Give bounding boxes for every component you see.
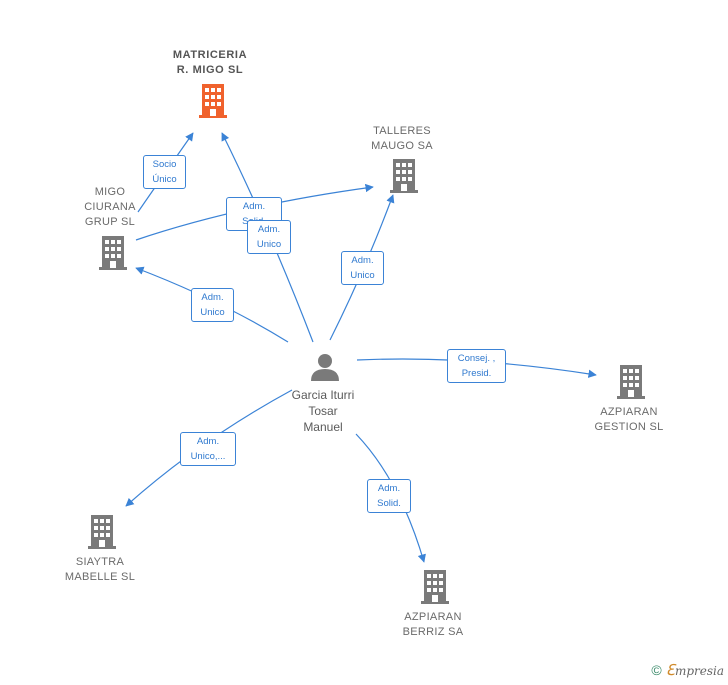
azpiaran-gestion-label[interactable]: AZPIARAN GESTION SL — [594, 406, 664, 433]
brand-logo: ℇmpresia — [666, 661, 724, 679]
azpiaran-berriz-label[interactable]: AZPIARAN BERRIZ SA — [402, 611, 464, 638]
person-icon[interactable] — [311, 354, 339, 381]
talleres-building-icon[interactable] — [390, 159, 418, 193]
brand-initial: ℇ — [665, 661, 675, 679]
migo-label[interactable]: MIGO CIURANA GRUP SL — [84, 186, 136, 228]
edge-label-adm-unico-matriceria[interactable]: Adm. Unico — [247, 220, 291, 254]
edge-label-socio-unico[interactable]: Socio Único — [143, 155, 186, 189]
matriceria-label[interactable]: MATRICERIA R. MIGO SL — [172, 49, 248, 76]
copyright-symbol: © — [651, 662, 662, 678]
siaytra-building-icon[interactable] — [88, 515, 116, 549]
azpiaran-berriz-building-icon[interactable] — [421, 570, 449, 604]
edge-label-adm-unico-migo[interactable]: Adm. Unico — [191, 288, 234, 322]
siaytra-label[interactable]: SIAYTRA MABELLE SL — [64, 556, 136, 583]
edge-label-consej-presid[interactable]: Consej. , Presid. — [447, 349, 506, 383]
edge-label-adm-unico-talleres[interactable]: Adm. Unico — [341, 251, 384, 285]
edge-label-adm-unico-siaytra[interactable]: Adm. Unico,... — [180, 432, 236, 466]
person-label[interactable]: Garcia Iturri Tosar Manuel — [291, 388, 355, 434]
matriceria-building-icon[interactable] — [199, 84, 227, 118]
brand-footer: © ℇmpresia — [651, 661, 724, 679]
talleres-label[interactable]: TALLERES MAUGO SA — [371, 125, 433, 152]
brand-name: mpresia — [674, 664, 724, 678]
migo-building-icon[interactable] — [99, 236, 127, 270]
azpiaran-gestion-building-icon[interactable] — [617, 365, 645, 399]
edge-label-adm-solid-berriz[interactable]: Adm. Solid. — [367, 479, 411, 513]
